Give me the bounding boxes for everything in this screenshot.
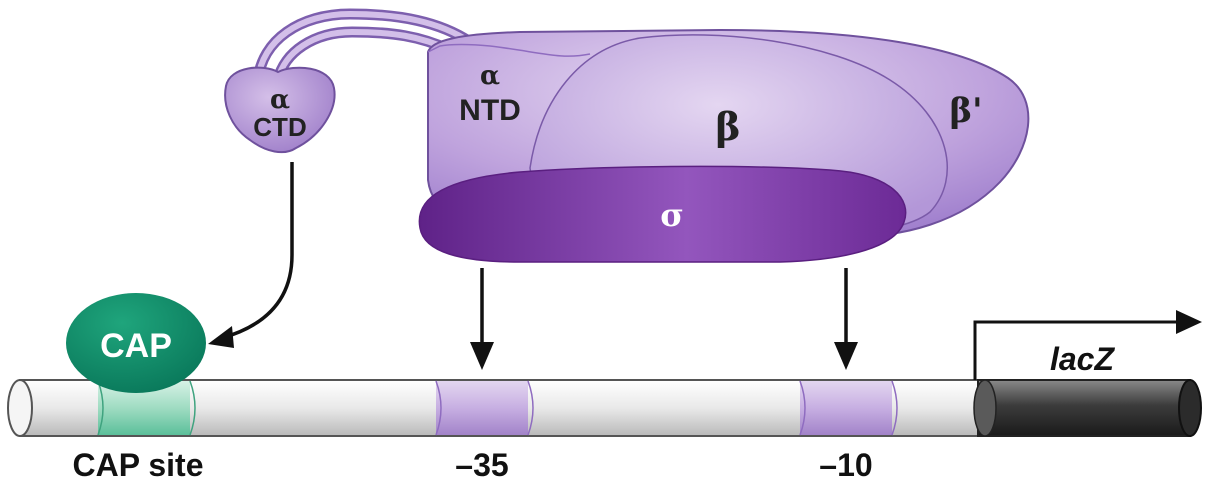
- beta-prime-label: β': [950, 91, 983, 131]
- ctd-to-cap-arrow: [208, 162, 294, 348]
- minus35-right-edge: [527, 380, 534, 436]
- sigma-to-minus35-arrow: [470, 268, 494, 370]
- cap-blob: [66, 293, 206, 393]
- cap-label: CAP: [100, 327, 172, 365]
- sigma-to-minus10-arrow: [834, 268, 858, 370]
- promoter-box-minus10: [799, 380, 898, 436]
- tss-arrow-line: [973, 320, 1180, 380]
- linker-outer-fill: [255, 10, 473, 83]
- cap-site-right-edge: [189, 380, 196, 436]
- alpha-ntd-top-edge: [427, 43, 591, 57]
- cap-protein: CAP: [66, 293, 206, 393]
- alpha-ctd-greek: α: [270, 85, 290, 115]
- ctd-arrow-line: [221, 162, 294, 340]
- minus35-label: –35: [455, 447, 508, 483]
- cap-site-label: CAP site: [72, 447, 203, 483]
- lacz-gene: [973, 379, 1202, 437]
- minus35-fill: [436, 381, 528, 435]
- rna-polymerase: α NTD β β' σ: [418, 28, 1030, 263]
- linker-inner-fill: [275, 28, 453, 83]
- dna-end-cap: [7, 379, 33, 437]
- minus10-left-edge: [799, 380, 806, 436]
- minus35-left-edge: [435, 380, 442, 436]
- alpha-ctd: α CTD: [224, 66, 336, 154]
- sigma-subunit: [418, 165, 907, 263]
- minus35-arrow-head: [470, 342, 494, 370]
- lacz-body: [977, 379, 1191, 437]
- tss-arrow-head: [1176, 310, 1202, 334]
- alpha-ctd-shape: [224, 66, 336, 154]
- lacz-label: lacZ: [1050, 341, 1115, 377]
- sigma-label: σ: [660, 196, 684, 234]
- minus10-fill: [800, 381, 892, 435]
- lacz-start-edge: [973, 379, 997, 437]
- promoter-box-minus35: [435, 380, 534, 436]
- transcription-start-arrow: [973, 310, 1202, 380]
- alpha-ctd-text: CTD: [253, 112, 306, 142]
- minus10-label: –10: [819, 447, 872, 483]
- ctd-arrow-head: [208, 326, 234, 348]
- minus10-right-edge: [891, 380, 898, 436]
- alpha-ntd-text: NTD: [459, 94, 521, 127]
- alpha-ntd-greek: α: [480, 61, 500, 91]
- beta-label: β: [715, 104, 740, 149]
- minus10-arrow-head: [834, 342, 858, 370]
- alpha-linker: [252, 8, 476, 86]
- lacz-end-cap: [1178, 379, 1202, 437]
